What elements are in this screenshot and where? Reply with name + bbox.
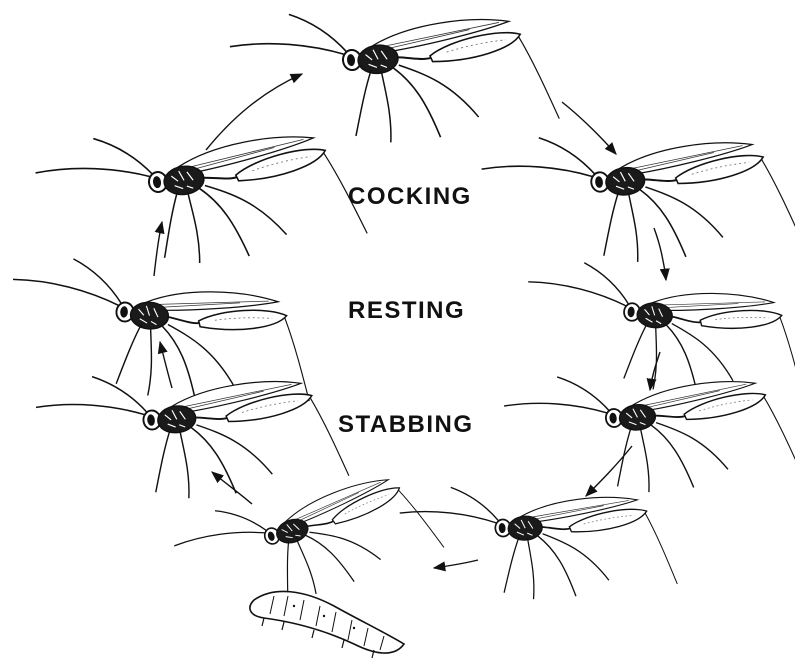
caterpillar [250, 591, 404, 658]
label-cocking: COCKING [348, 183, 472, 211]
label-resting: RESTING [348, 297, 465, 325]
wasp-top-center [227, 0, 560, 158]
label-stabbing: STABBING [338, 411, 474, 439]
wasp-right-stabbing [502, 353, 795, 507]
wasp-bottom-right [398, 472, 678, 608]
wasp-right-cocking [479, 112, 795, 278]
wasp-left-cocking [32, 103, 368, 284]
